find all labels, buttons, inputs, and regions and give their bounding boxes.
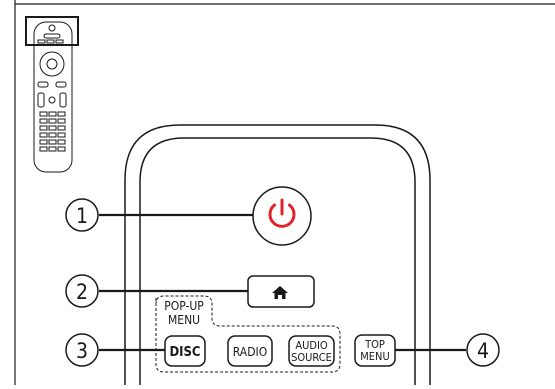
popup-menu-label-line1: POP-UP (164, 299, 204, 313)
callout-2-number: 2 (76, 280, 88, 304)
disc-button[interactable]: DISC (164, 335, 206, 367)
popup-menu-label-line2: MENU (168, 313, 200, 327)
top-menu-label-line1: TOP (364, 338, 385, 351)
power-icon (268, 198, 296, 228)
diagram-frame (14, 0, 555, 385)
callout-4-number: 4 (477, 339, 489, 363)
audio-source-button[interactable]: AUDIO SOURCE (288, 335, 335, 367)
top-menu-label-line2: MENU (360, 350, 389, 363)
disc-label: DISC (169, 345, 200, 360)
top-menu-button[interactable]: TOP MENU (354, 334, 396, 367)
callout-1: 1 (65, 198, 99, 232)
remote-thumbnail (25, 16, 79, 173)
thumbnail-highlight-box (25, 16, 79, 46)
home-icon (272, 286, 288, 299)
remote-outline (124, 124, 431, 385)
audio-source-label-line1: AUDIO (295, 339, 328, 352)
callout-1-number: 1 (76, 204, 88, 228)
callout-2: 2 (65, 274, 99, 308)
callout-3: 3 (65, 333, 99, 367)
leader-lines (99, 213, 466, 352)
radio-label: RADIO (233, 345, 267, 359)
home-button[interactable] (247, 275, 315, 308)
popup-menu-group (155, 295, 341, 373)
callout-4: 4 (466, 333, 500, 367)
callout-3-number: 3 (76, 339, 88, 363)
power-button[interactable] (252, 186, 312, 246)
radio-button[interactable]: RADIO (227, 335, 273, 367)
audio-source-label-line2: SOURCE (291, 351, 332, 364)
